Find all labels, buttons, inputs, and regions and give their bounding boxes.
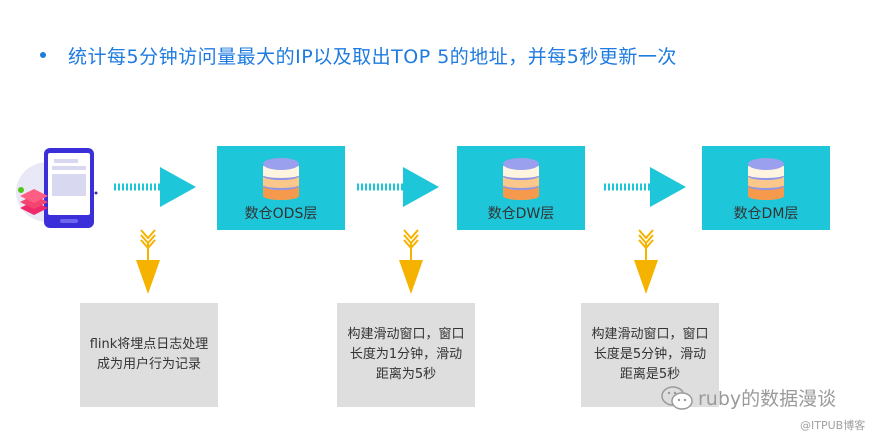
layer-dw: 数仓DW层: [457, 146, 585, 230]
flow-arrow-1: [114, 167, 196, 207]
down-arrow-3: [634, 229, 658, 294]
flow-arrow-3: [604, 167, 686, 207]
database-icon: [748, 158, 784, 200]
down-arrow-1: [136, 229, 160, 294]
database-icon: [503, 158, 539, 200]
watermark: ruby的数据漫谈: [660, 384, 836, 411]
layer-label: 数仓DM层: [733, 206, 799, 222]
slide-title: 统计每5分钟访问量最大的IP以及取出TOP 5的地址，并每5秒更新一次: [40, 40, 677, 70]
note-flink: flink将埋点日志处理成为用户行为记录: [80, 303, 218, 407]
layer-ods: 数仓ODS层: [217, 146, 345, 230]
note-text: 构建滑动窗口，窗口长度是5分钟，滑动距离是5秒: [591, 327, 709, 382]
note-text: 构建滑动窗口，窗口长度为1分钟，滑动距离为5秒: [347, 327, 465, 382]
layer-label: 数仓DW层: [487, 206, 555, 222]
title-text: 统计每5分钟访问量最大的IP以及取出TOP 5的地址，并每5秒更新一次: [68, 45, 677, 68]
wechat-icon: [661, 385, 693, 410]
down-arrow-2: [399, 229, 423, 294]
note-dm-window: 构建滑动窗口，窗口长度是5分钟，滑动距离是5秒: [581, 303, 719, 407]
note-dw-window: 构建滑动窗口，窗口长度为1分钟，滑动距离为5秒: [337, 303, 475, 407]
watermark-text: ruby的数据漫谈: [698, 388, 837, 410]
note-text: flink将埋点日志处理成为用户行为记录: [89, 337, 209, 372]
mobile-device-icon: [16, 148, 98, 228]
layer-label: 数仓ODS层: [244, 206, 318, 222]
credit-text: @ITPUB博客: [800, 419, 866, 432]
database-icon: [263, 158, 299, 200]
bullet-icon: [40, 52, 46, 58]
layer-dm: 数仓DM层: [702, 146, 830, 230]
flow-arrow-2: [357, 167, 439, 207]
